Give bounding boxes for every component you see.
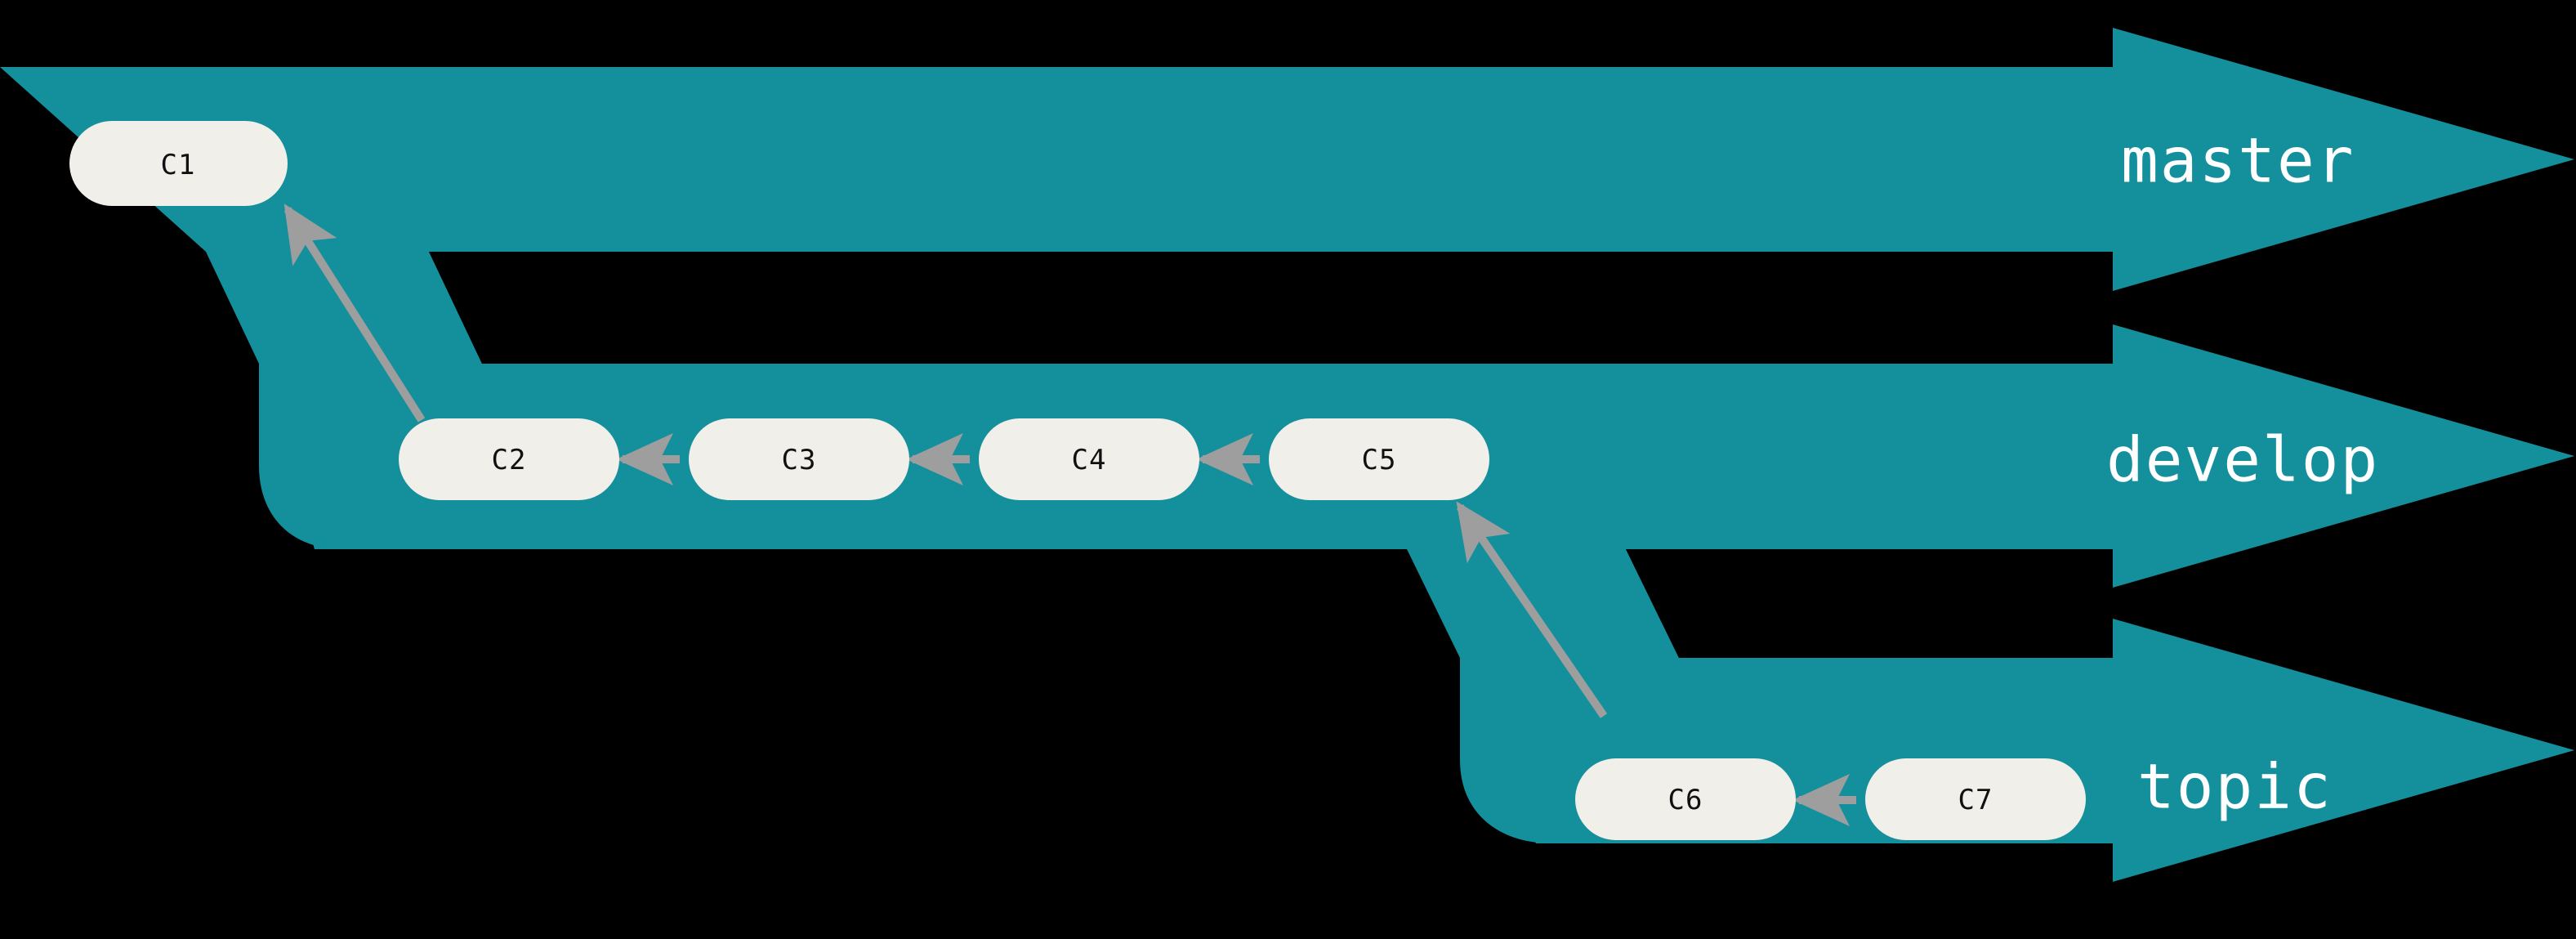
commit-node-c5[interactable]: C5 [1269, 418, 1489, 500]
branch-connector-master-develop [206, 252, 482, 364]
commit-node-c1-label: C1 [161, 149, 196, 181]
commit-edges-group [283, 203, 1856, 826]
commit-node-c2-shape [399, 418, 619, 500]
commit-node-c7-shape [1865, 758, 2086, 840]
commit-node-c3-shape [689, 418, 909, 500]
commit-node-c7-label: C7 [1958, 784, 1993, 816]
branch-label-topic: topic [2137, 750, 2333, 823]
edge-c2-to-c1 [283, 203, 426, 423]
commit-node-c4-shape [979, 418, 1199, 500]
gap-master-develop [429, 252, 2113, 364]
branch-label-master: master [2121, 124, 2355, 197]
edge-c6-to-c5 [1456, 501, 1608, 718]
branch-band-topic [1460, 619, 2574, 882]
commit-node-c3-label: C3 [782, 444, 817, 476]
commit-node-c6-shape [1575, 758, 1796, 840]
commit-node-c1[interactable]: C1 [69, 121, 288, 206]
commit-node-c4[interactable]: C4 [979, 418, 1199, 500]
commit-node-c7[interactable]: C7 [1865, 758, 2086, 840]
branch-labels-group: master develop topic [2106, 124, 2379, 823]
commit-node-c6-label: C6 [1668, 784, 1703, 816]
commit-node-c5-shape [1269, 418, 1489, 500]
branch-topic-left-cap [1460, 658, 1601, 843]
gap-develop-topic [1626, 549, 2113, 658]
branch-band-master [0, 28, 2574, 291]
commit-node-c2[interactable]: C2 [399, 418, 619, 500]
commit-node-c3[interactable]: C3 [689, 418, 909, 500]
commit-node-c1-shape [69, 121, 288, 206]
commit-node-c5-label: C5 [1362, 444, 1397, 476]
branch-connector-develop-topic [1407, 549, 1679, 658]
branch-ribbon-group [0, 28, 2574, 882]
commit-node-c6[interactable]: C6 [1575, 758, 1796, 840]
commit-node-c4-label: C4 [1072, 444, 1107, 476]
branch-label-develop: develop [2106, 423, 2379, 496]
commit-nodes-group: C1 C2 C3 C4 C5 [69, 121, 2086, 840]
commit-node-c2-label: C2 [492, 444, 527, 476]
branch-develop-left-cap [259, 364, 408, 549]
